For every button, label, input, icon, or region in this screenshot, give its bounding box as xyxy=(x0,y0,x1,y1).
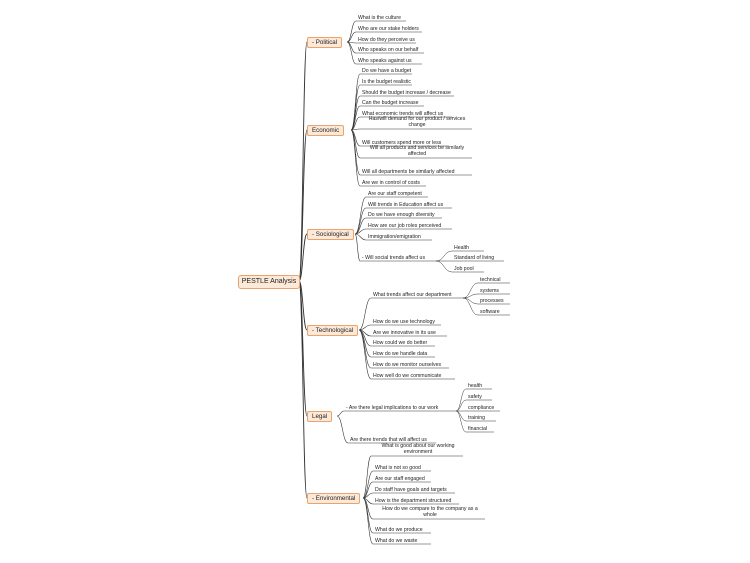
connector-line xyxy=(362,497,374,545)
connector-line xyxy=(354,233,367,241)
connector-line xyxy=(455,399,467,412)
connector-line xyxy=(358,329,372,380)
branch-node-3[interactable]: - Technological xyxy=(307,325,359,336)
child-label[interactable]: Will trends in Education affect us xyxy=(368,202,444,208)
connector-line xyxy=(455,410,467,422)
child-label[interactable]: How do they perceive us xyxy=(358,37,415,43)
child-label[interactable]: What is good about our working environme… xyxy=(381,443,455,456)
child-label[interactable]: Who are our stake holders xyxy=(358,26,419,32)
sub-label[interactable]: compliance xyxy=(468,405,495,411)
connector-line xyxy=(362,481,374,499)
connector-line xyxy=(350,128,361,131)
connector-line xyxy=(462,297,479,316)
connector-line xyxy=(350,116,361,131)
connector-line xyxy=(350,73,361,131)
sub-label[interactable]: technical xyxy=(480,277,501,283)
child-label[interactable]: How do we monitor ourselves xyxy=(373,362,442,368)
child-label[interactable]: - Are there legal implications to our wo… xyxy=(346,405,439,411)
connector-line xyxy=(354,217,367,235)
child-label[interactable]: Should the budget increase / decrease xyxy=(362,90,451,96)
branch-node-4[interactable]: Legal xyxy=(307,411,333,422)
child-label[interactable]: Are there trends that will affect us xyxy=(350,437,427,443)
sub-label[interactable]: health xyxy=(468,383,483,389)
branch-node-2[interactable]: - Sociological xyxy=(307,229,354,240)
child-label[interactable]: How do we use technology xyxy=(373,319,435,325)
connector-line xyxy=(350,129,361,187)
child-label[interactable]: What is the culture xyxy=(358,15,401,21)
connector-line xyxy=(354,233,361,262)
connector-line xyxy=(435,250,453,262)
child-label[interactable]: How do we handle data xyxy=(373,351,428,357)
connector-line xyxy=(362,497,374,534)
branch-node-0[interactable]: - Political xyxy=(307,37,343,48)
child-label[interactable]: - Will social trends affect us xyxy=(362,255,426,261)
child-label[interactable]: What do we waste xyxy=(375,538,418,544)
connector-line xyxy=(298,129,308,282)
connector-line xyxy=(346,41,357,54)
child-label[interactable]: Is the budget realistic xyxy=(362,79,412,85)
child-label[interactable]: What do we produce xyxy=(375,527,423,533)
child-label[interactable]: Immigration/emigration xyxy=(368,234,421,240)
sub-label[interactable]: processes xyxy=(480,298,504,304)
connector-line xyxy=(462,282,479,299)
connector-line xyxy=(455,410,467,433)
child-label[interactable]: Who speaks on our behalf xyxy=(358,47,419,53)
connector-line xyxy=(336,415,349,444)
sub-label[interactable]: Standard of living xyxy=(454,255,495,261)
child-label[interactable]: Are our staff competent xyxy=(368,191,422,197)
child-label[interactable]: Will all departments be similarly affect… xyxy=(362,169,455,175)
connector-line xyxy=(346,20,357,43)
connector-line xyxy=(298,280,308,499)
connector-line xyxy=(298,41,308,282)
child-label[interactable]: How could we do better xyxy=(373,340,428,346)
sub-label[interactable]: Health xyxy=(454,245,469,251)
child-label[interactable]: How are our job roles perceived xyxy=(368,223,442,229)
connector-line xyxy=(362,455,372,499)
child-label[interactable]: Are we innovative in its use xyxy=(373,330,436,336)
connector-line xyxy=(350,129,361,176)
connector-line xyxy=(455,388,467,412)
connector-line xyxy=(350,105,361,131)
sub-label[interactable]: systems xyxy=(480,288,500,294)
child-label[interactable]: Are our staff engaged xyxy=(375,476,425,482)
child-label[interactable]: What trends affect our department xyxy=(373,292,452,298)
connector-line xyxy=(354,207,367,235)
child-label[interactable]: Can the budget increase xyxy=(362,100,419,106)
sub-label[interactable]: Job pool xyxy=(454,266,474,272)
connector-line xyxy=(362,470,374,499)
child-label[interactable]: Who speaks against us xyxy=(358,58,412,64)
child-label[interactable]: Do staff have goals and targets xyxy=(375,487,447,493)
connector-line xyxy=(346,41,357,65)
child-label[interactable]: What economic trends will affect us xyxy=(362,111,444,117)
connector-line xyxy=(336,410,345,417)
sub-label[interactable]: safety xyxy=(468,394,482,400)
child-label[interactable]: Has/will demand for our product / servic… xyxy=(368,116,466,129)
child-label[interactable]: How well do we communicate xyxy=(373,373,442,379)
connector-line xyxy=(354,196,367,235)
child-label[interactable]: Do we have a budget xyxy=(362,68,412,74)
sub-label[interactable]: training xyxy=(468,415,486,421)
sub-label[interactable]: software xyxy=(480,309,500,315)
child-label[interactable]: Will all products and services be simila… xyxy=(369,145,465,158)
branch-node-5[interactable]: - Environmental xyxy=(307,493,361,504)
child-label[interactable]: Do we have enough diversity xyxy=(368,212,435,218)
connector-line xyxy=(358,297,372,331)
child-label[interactable]: How is the department structured xyxy=(375,498,452,504)
child-label[interactable]: Are we in control of costs xyxy=(362,180,420,186)
child-label[interactable]: Will customers spend more or less xyxy=(362,140,442,146)
connector-line xyxy=(346,31,357,43)
child-label[interactable]: What is not so good xyxy=(375,465,421,471)
connector-line xyxy=(435,260,453,273)
root-node[interactable]: PESTLE Analysis xyxy=(238,275,300,289)
child-label[interactable]: How do we compare to the company as a wh… xyxy=(382,506,478,519)
branch-node-1[interactable]: Economic xyxy=(307,125,345,136)
connector-line xyxy=(462,293,479,299)
sub-label[interactable]: financial xyxy=(468,426,488,432)
